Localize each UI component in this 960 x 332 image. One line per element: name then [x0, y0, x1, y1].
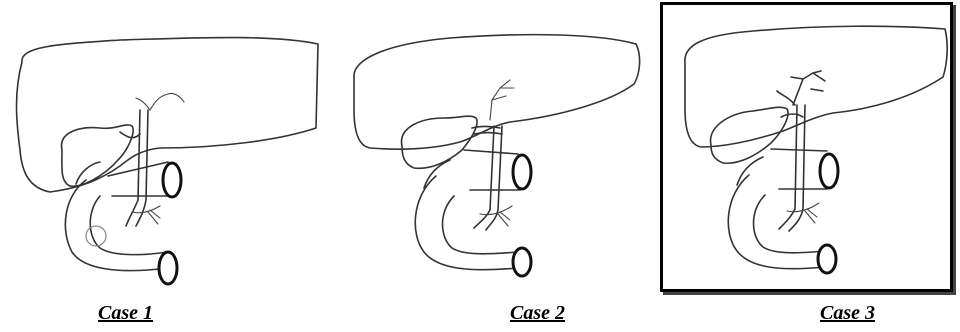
hepatic-ducts: [490, 80, 514, 120]
case-3-drawing: [663, 5, 950, 289]
duodenum-upper: [76, 162, 168, 196]
gallbladder: [711, 107, 789, 163]
duodenum-lumen-bottom: [818, 245, 836, 273]
duodenum-c-loop: [65, 180, 168, 271]
panel-case-2: [340, 0, 660, 295]
panel-case-3: [660, 2, 953, 292]
liver-outline: [685, 26, 947, 147]
duodenum-lumen-bottom: [159, 252, 177, 284]
duodenum-lumen-top: [513, 155, 531, 189]
duodenum-upper: [424, 150, 520, 190]
case-2-drawing: [340, 0, 660, 295]
duodenum-lumen-top: [163, 163, 181, 197]
duodenum-upper: [737, 149, 827, 189]
caption-case-2: Case 2: [510, 302, 565, 325]
hepatic-ducts-hilum: [777, 71, 825, 105]
case-1-drawing: [0, 0, 320, 295]
duodenum-lumen-top: [820, 154, 838, 188]
caption-case-3: Case 3: [820, 302, 875, 325]
caption-case-1: Case 1: [98, 302, 153, 325]
duodenum-lumen-bottom: [513, 248, 531, 276]
cystic-duct: [120, 132, 140, 138]
gallbladder: [402, 116, 478, 168]
pancreatic-duct: [132, 206, 160, 224]
panel-case-1: [0, 0, 320, 295]
liver-hilum-branches: [136, 93, 184, 110]
cystic-duct: [781, 114, 803, 117]
